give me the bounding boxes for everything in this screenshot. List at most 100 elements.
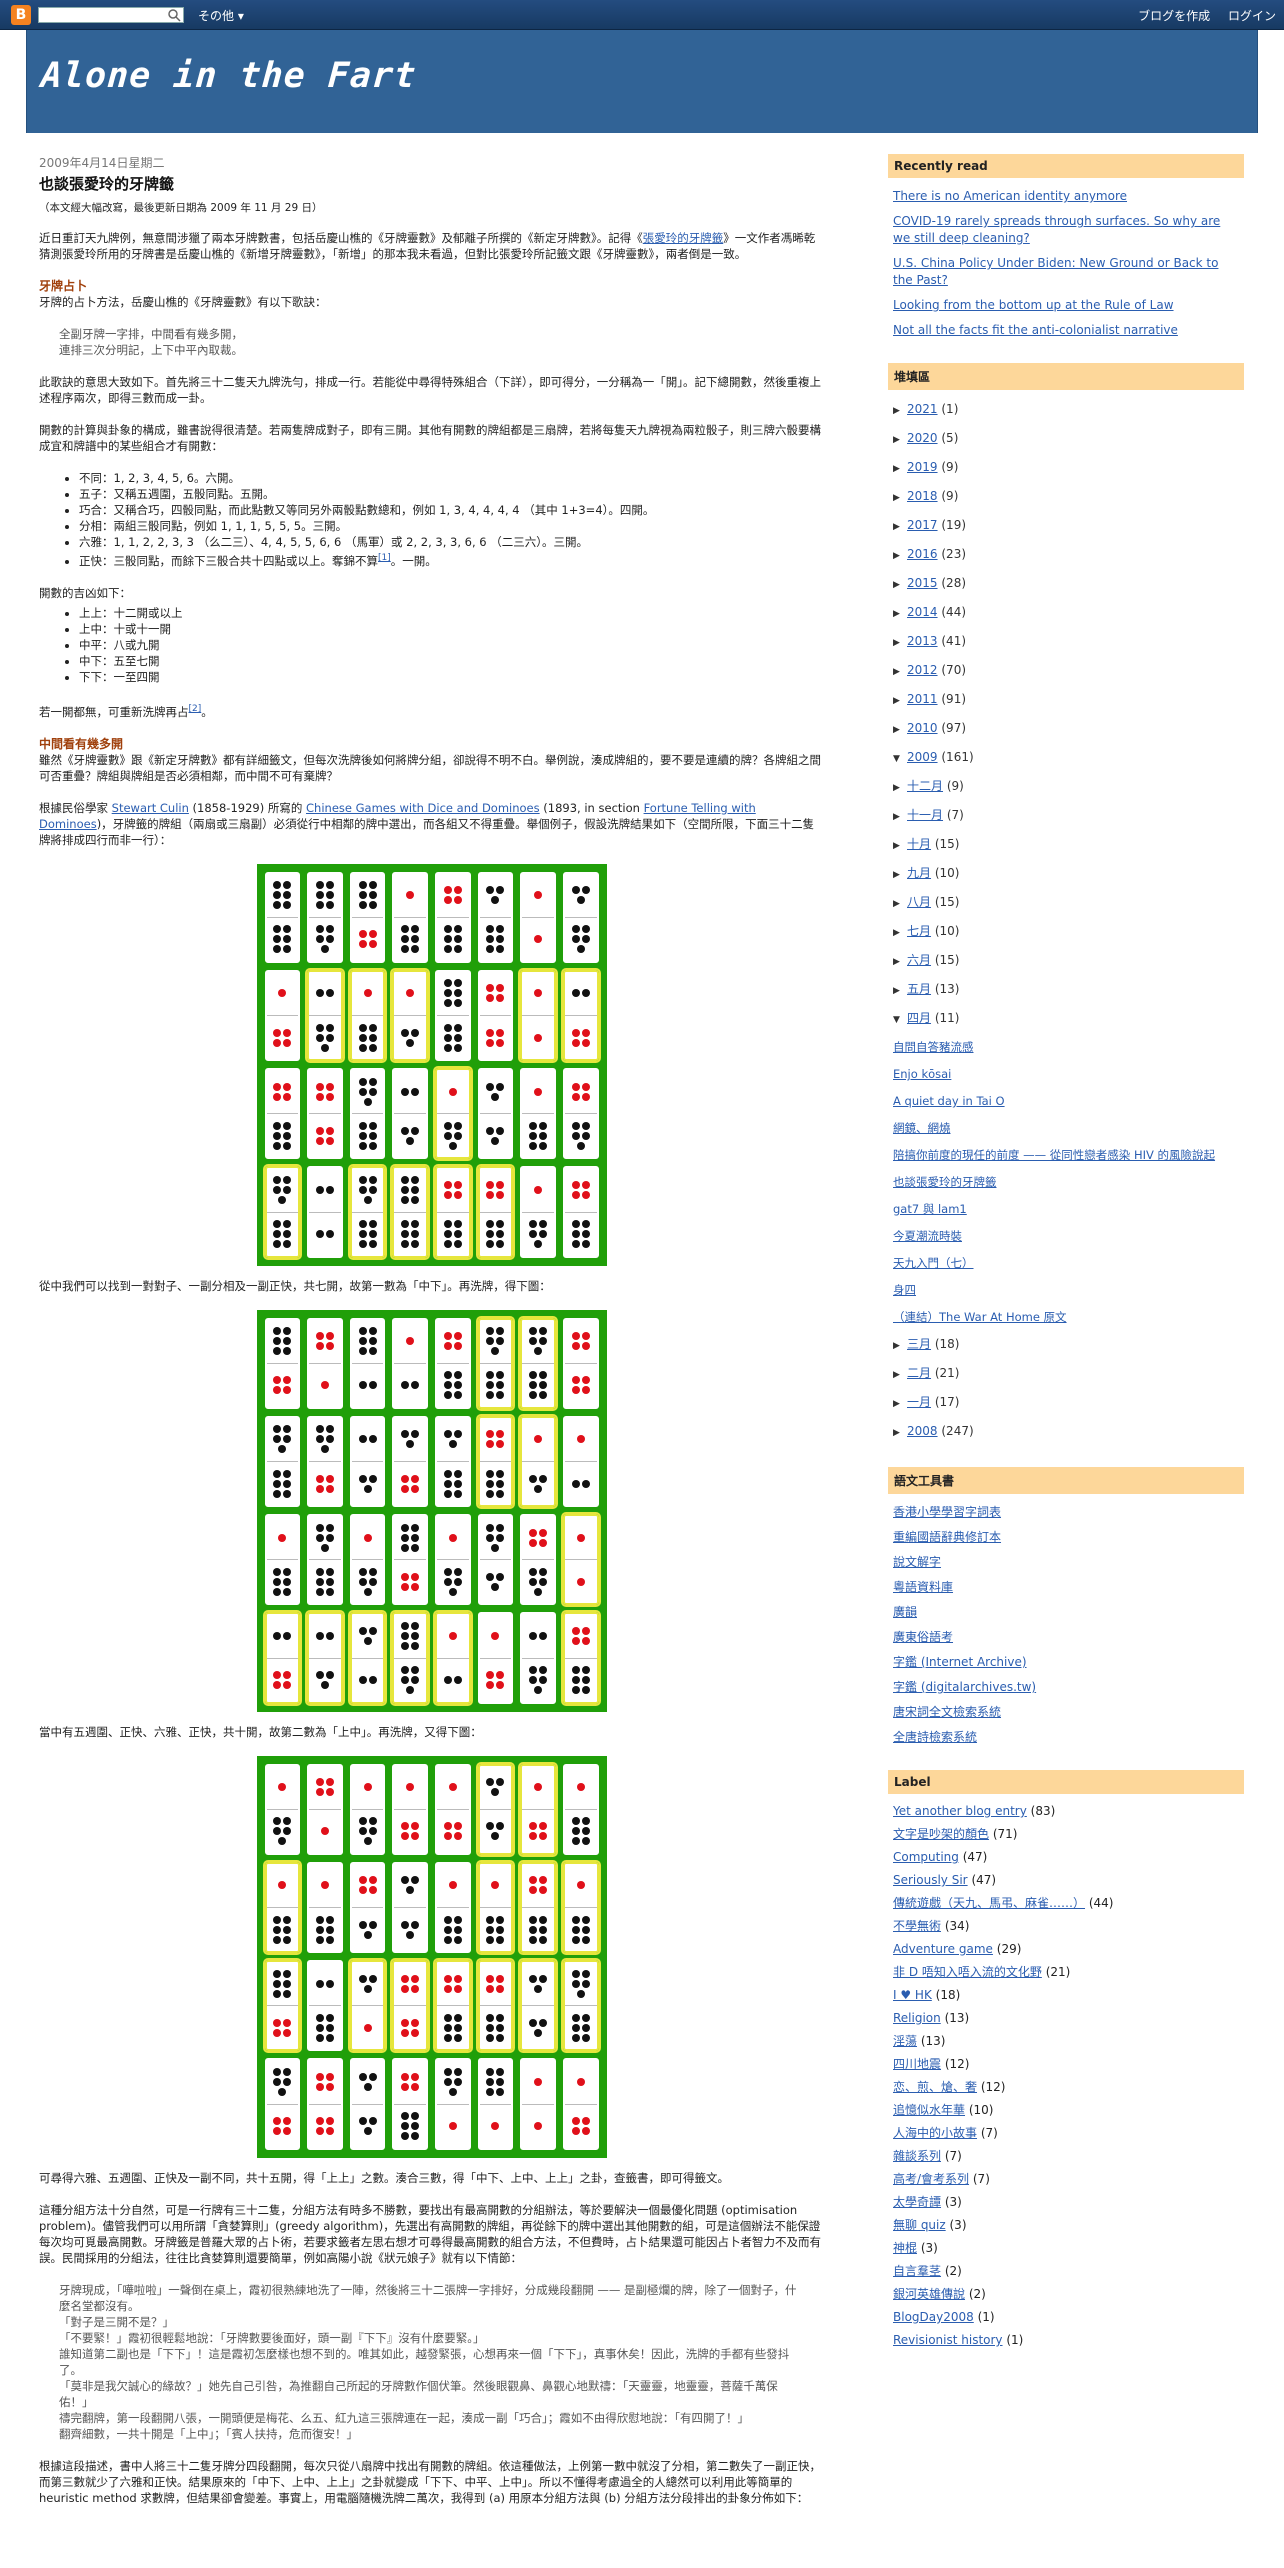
archive-month-link[interactable]: 十二月 — [907, 779, 944, 793]
recent-link[interactable]: U.S. China Policy Under Biden: New Groun… — [893, 256, 1219, 287]
footnote-link[interactable]: [1] — [378, 553, 391, 563]
tool-link[interactable]: 重編國語辭典修訂本 — [893, 1530, 1002, 1544]
section-link[interactable]: Fortune Telling with Dominoes — [39, 800, 756, 831]
expand-arrow-icon[interactable]: ▶ — [893, 667, 900, 677]
archive-month-link[interactable]: 八月 — [907, 895, 932, 909]
label-link[interactable]: 無聊 quiz — [893, 2218, 946, 2232]
label-link[interactable]: 恋、煎、熗、奢 — [893, 2080, 978, 2094]
search-icon[interactable] — [166, 7, 182, 23]
login-link[interactable]: ログイン — [1227, 9, 1276, 23]
archive-month-link[interactable]: 十月 — [907, 837, 932, 851]
expand-arrow-icon[interactable]: ▶ — [893, 928, 900, 938]
tool-link[interactable]: 全唐詩檢索系統 — [893, 1730, 978, 1744]
label-link[interactable]: Religion — [893, 2011, 941, 2025]
expand-arrow-icon[interactable]: ▶ — [893, 464, 900, 474]
expand-arrow-icon[interactable]: ▶ — [893, 406, 900, 416]
label-link[interactable]: Adventure game — [893, 1942, 993, 1956]
archive-post-link[interactable]: A quiet day in Tai O — [893, 1094, 1005, 1108]
archive-year-link[interactable]: 2015 — [907, 576, 938, 590]
tool-link[interactable]: 字鑑 (Internet Archive) — [893, 1655, 1027, 1669]
expand-arrow-icon[interactable]: ▶ — [893, 1399, 900, 1409]
footnote-link[interactable]: [2] — [188, 703, 202, 714]
label-link[interactable]: Seriously Sir — [893, 1873, 968, 1887]
collapse-arrow-icon[interactable]: ▼ — [893, 754, 900, 764]
label-link[interactable]: 太學奇譚 — [893, 2195, 942, 2209]
expand-arrow-icon[interactable]: ▶ — [893, 696, 900, 706]
archive-year-link[interactable]: 2016 — [907, 547, 938, 561]
archive-year-link[interactable]: 2014 — [907, 605, 938, 619]
expand-arrow-icon[interactable]: ▶ — [893, 551, 900, 561]
archive-post-link[interactable]: 網鏡、網燒 — [893, 1121, 951, 1135]
archive-year-link[interactable]: 2019 — [907, 460, 938, 474]
label-link[interactable]: I ♥ HK — [893, 1988, 932, 2002]
archive-month-link[interactable]: 三月 — [907, 1337, 932, 1351]
label-link[interactable]: 人海中的小故事 — [893, 2126, 978, 2140]
archive-year-link[interactable]: 2013 — [907, 634, 938, 648]
search-input[interactable] — [38, 7, 184, 23]
collapse-arrow-icon[interactable]: ▼ — [893, 1015, 900, 1025]
blogger-logo-icon[interactable]: B — [11, 5, 31, 25]
archive-year-link[interactable]: 2011 — [907, 692, 938, 706]
expand-arrow-icon[interactable]: ▶ — [893, 580, 900, 590]
archive-year-link[interactable]: 2012 — [907, 663, 938, 677]
more-menu-button[interactable]: その他 ▾ — [198, 9, 244, 23]
label-link[interactable]: 自言羣茎 — [893, 2264, 942, 2278]
culin-link[interactable]: Stewart Culin — [111, 800, 189, 815]
label-link[interactable]: 高考/會考系列 — [893, 2172, 970, 2186]
archive-year-link[interactable]: 2017 — [907, 518, 938, 532]
archive-month-link[interactable]: 九月 — [907, 866, 932, 880]
archive-post-link[interactable]: 自問自答豬流感 — [893, 1040, 974, 1054]
archive-year-link[interactable]: 2009 — [907, 750, 938, 764]
expand-arrow-icon[interactable]: ▶ — [893, 870, 900, 880]
archive-year-link[interactable]: 2020 — [907, 431, 938, 445]
archive-post-link[interactable]: gat7 與 lam1 — [893, 1202, 967, 1216]
archive-post-link[interactable]: Enjo kōsai — [893, 1067, 952, 1081]
archive-year-link[interactable]: 2008 — [907, 1424, 938, 1438]
archive-post-link[interactable]: 也談張愛玲的牙牌籤 — [893, 1175, 997, 1189]
label-link[interactable]: 不學無術 — [893, 1919, 942, 1933]
label-link[interactable]: 文字是吵架的顏色 — [893, 1827, 990, 1841]
archive-month-link[interactable]: 六月 — [907, 953, 932, 967]
archive-post-link[interactable]: （連結）The War At Home 原文 — [893, 1310, 1067, 1324]
expand-arrow-icon[interactable]: ▶ — [893, 1341, 900, 1351]
recent-link[interactable]: Looking from the bottom up at the Rule o… — [893, 298, 1174, 312]
recent-link[interactable]: COVID-19 rarely spreads through surfaces… — [893, 214, 1221, 245]
tool-link[interactable]: 粵語資料庫 — [893, 1580, 954, 1594]
expand-arrow-icon[interactable]: ▶ — [893, 812, 900, 822]
label-link[interactable]: 追憶似水年華 — [893, 2103, 966, 2117]
tool-link[interactable]: 廣東俗語考 — [893, 1630, 954, 1644]
label-link[interactable]: Yet another blog entry — [893, 1804, 1027, 1818]
archive-month-link[interactable]: 七月 — [907, 924, 932, 938]
recent-link[interactable]: Not all the facts fit the anti-coloniali… — [893, 323, 1178, 337]
tool-link[interactable]: 唐宋詞全文檢索系統 — [893, 1705, 1002, 1719]
label-link[interactable]: 銀河英雄傳說 — [893, 2287, 966, 2301]
archive-year-link[interactable]: 2021 — [907, 402, 938, 416]
label-link[interactable]: Revisionist history — [893, 2333, 1003, 2347]
tool-link[interactable]: 香港小學學習字詞表 — [893, 1505, 1002, 1519]
expand-arrow-icon[interactable]: ▶ — [893, 899, 900, 909]
expand-arrow-icon[interactable]: ▶ — [893, 1370, 900, 1380]
expand-arrow-icon[interactable]: ▶ — [893, 986, 900, 996]
expand-arrow-icon[interactable]: ▶ — [893, 725, 900, 735]
label-link[interactable]: Computing — [893, 1850, 959, 1864]
archive-month-link[interactable]: 四月 — [907, 1011, 932, 1025]
archive-month-link[interactable]: 五月 — [907, 982, 932, 996]
archive-month-link[interactable]: 十一月 — [907, 808, 944, 822]
intro-link[interactable]: 張愛玲的牙牌籤 — [642, 231, 724, 245]
label-link[interactable]: 淫蕩 — [893, 2034, 918, 2048]
label-link[interactable]: 雜談系列 — [893, 2149, 942, 2163]
expand-arrow-icon[interactable]: ▶ — [893, 841, 900, 851]
label-link[interactable]: BlogDay2008 — [893, 2310, 974, 2324]
blog-title[interactable]: Alone in the Fart — [39, 56, 418, 96]
expand-arrow-icon[interactable]: ▶ — [893, 435, 900, 445]
recent-link[interactable]: There is no American identity anymore — [893, 189, 1128, 203]
expand-arrow-icon[interactable]: ▶ — [893, 638, 900, 648]
archive-post-link[interactable]: 今夏潮流時裝 — [893, 1229, 962, 1243]
expand-arrow-icon[interactable]: ▶ — [893, 783, 900, 793]
expand-arrow-icon[interactable]: ▶ — [893, 522, 900, 532]
archive-post-link[interactable]: 身四 — [893, 1283, 916, 1297]
create-blog-link[interactable]: ブログを作成 — [1138, 9, 1211, 23]
tool-link[interactable]: 字鑑 (digitalarchives.tw) — [893, 1680, 1037, 1694]
tool-link[interactable]: 說文解字 — [893, 1555, 942, 1569]
archive-post-link[interactable]: 陪搞你前度的現任的前度 —— 從同性戀者感染 HIV 的風險說起 — [893, 1148, 1216, 1162]
